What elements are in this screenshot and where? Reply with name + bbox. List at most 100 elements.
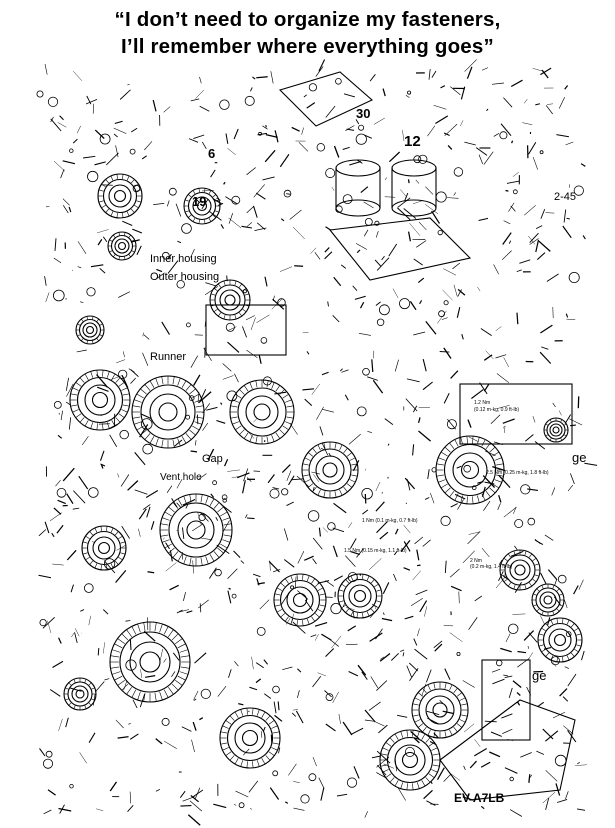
drawing-stroke [286, 501, 295, 507]
drawing-stroke [223, 280, 226, 286]
drawing-stroke [496, 373, 510, 384]
drawing-stroke [545, 798, 550, 810]
drawing-stroke [382, 88, 386, 97]
drawing-stroke [569, 418, 583, 426]
drawing-stroke [177, 643, 186, 649]
drawing-stroke [321, 442, 329, 456]
part-label-12: 12 [404, 133, 421, 150]
drawing-stroke [65, 698, 69, 701]
drawing-stroke [73, 705, 76, 709]
drawing-stroke [109, 239, 113, 242]
drawing-stroke [159, 623, 163, 633]
drawing-stroke [241, 326, 248, 338]
drawing-stroke [501, 250, 512, 261]
drawing-stroke [162, 517, 170, 521]
drawing-stroke [553, 596, 561, 606]
torque-note-1: 1.2 Nm [474, 400, 490, 406]
drawing-stroke [302, 474, 309, 477]
drawing-stroke [343, 93, 356, 98]
drawing-stroke [376, 589, 382, 592]
drawing-stroke [188, 138, 199, 143]
label-outer-housing: Outer housing [150, 271, 219, 283]
drawing-stroke [416, 240, 427, 248]
drawing-stroke [239, 389, 245, 395]
drawing-stroke [164, 511, 172, 517]
drawing-stroke [302, 463, 309, 466]
drawing-stroke [181, 380, 187, 388]
drawing-stroke [156, 268, 163, 273]
drawing-stroke [236, 472, 250, 479]
drawing-stroke [143, 692, 146, 702]
drawing-stroke [417, 564, 421, 567]
drawing-stroke [250, 808, 252, 810]
drawing-stroke [51, 532, 55, 538]
drawing-stroke [126, 629, 132, 637]
drawing-stroke [514, 564, 526, 576]
drawing-stroke [274, 593, 281, 596]
drawing-stroke [474, 739, 481, 747]
drawing-stroke [222, 517, 230, 521]
drawing-stroke [130, 377, 136, 384]
drawing-stroke [172, 439, 175, 448]
drawing-stroke [403, 567, 411, 571]
drawing-stroke [442, 289, 453, 301]
drawing-stroke [235, 393, 242, 399]
drawing-stroke [181, 436, 187, 444]
drawing-stroke [256, 76, 268, 79]
drawing-stroke [500, 563, 506, 566]
drawing-stroke [107, 231, 137, 261]
drawing-stroke [238, 702, 244, 706]
drawing-stroke [380, 753, 388, 756]
drawing-stroke [263, 726, 266, 731]
drawing-stroke [302, 620, 304, 626]
drawing-stroke [200, 494, 203, 503]
drawing-stroke [77, 334, 81, 337]
drawing-stroke [422, 381, 433, 391]
drawing-stroke [444, 731, 447, 738]
drawing-stroke [350, 551, 360, 555]
drawing-stroke [297, 550, 305, 564]
drawing-stroke [494, 479, 502, 483]
drawing-stroke [369, 607, 380, 618]
label-ge-2: ge [532, 668, 546, 683]
drawing-stroke [172, 551, 179, 558]
drawing-stroke [90, 264, 104, 268]
drawing-stroke [94, 527, 98, 533]
drawing-stroke [472, 436, 474, 444]
drawing-stroke [565, 141, 574, 146]
drawing-stroke [510, 205, 516, 212]
drawing-stroke [246, 205, 255, 214]
drawing-stroke [94, 161, 106, 166]
drawing-stroke [106, 564, 108, 570]
drawing-stroke [472, 496, 474, 504]
drawing-stroke [136, 245, 142, 256]
drawing-stroke [359, 574, 362, 576]
drawing-stroke [75, 315, 105, 345]
drawing-stroke [533, 604, 537, 607]
drawing-stroke [219, 289, 241, 311]
drawing-stroke [463, 765, 466, 771]
drawing-stroke [423, 789, 433, 800]
drawing-stroke [375, 721, 385, 727]
drawing-stroke [79, 752, 87, 764]
drawing-stroke [189, 429, 196, 436]
drawing-stroke [528, 582, 533, 587]
drawing-stroke [415, 179, 420, 184]
drawing-stroke [120, 552, 126, 555]
drawing-stroke [96, 318, 99, 322]
drawing-stroke [155, 438, 159, 446]
drawing-stroke [330, 602, 342, 615]
drawing-stroke [356, 249, 361, 254]
drawing-stroke [53, 507, 62, 515]
drawing-stroke [210, 293, 216, 296]
drawing-stroke [481, 493, 486, 501]
drawing-stroke [114, 531, 119, 536]
drawing-stroke [265, 124, 267, 128]
drawing-stroke [152, 99, 157, 112]
torque-note-5: 2 Nm [470, 558, 482, 564]
drawing-stroke [440, 483, 448, 489]
drawing-stroke [102, 178, 138, 214]
drawing-stroke [315, 613, 320, 618]
drawing-stroke [97, 238, 103, 246]
drawing-stroke [164, 740, 177, 749]
